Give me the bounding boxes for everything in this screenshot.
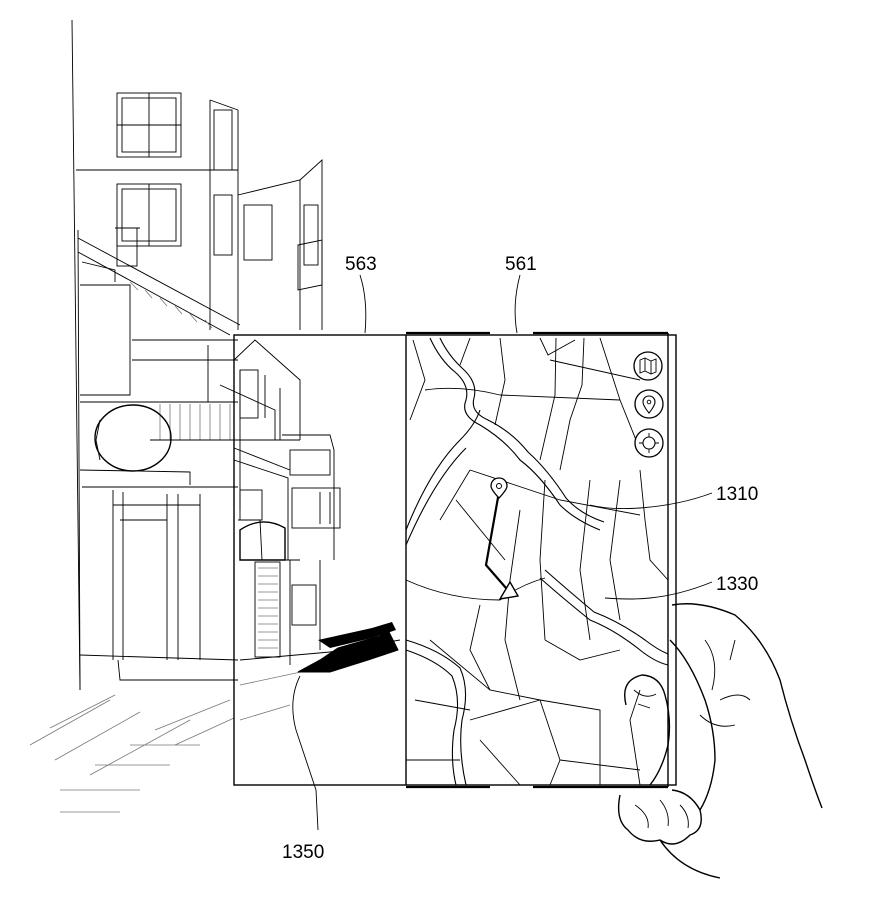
gps-target-icon[interactable]	[634, 428, 664, 458]
leader-lines	[359, 274, 713, 600]
label-1350: 1350	[282, 842, 324, 863]
location-pin-icon[interactable]	[634, 389, 664, 419]
current-position-marker	[498, 580, 520, 600]
label-563: 563	[345, 254, 377, 275]
label-1330: 1330	[716, 574, 758, 595]
camera-view-screen-563	[219, 339, 401, 831]
label-1310: 1310	[716, 484, 758, 505]
map-icon[interactable]	[633, 351, 663, 381]
street-scene-background	[29, 19, 323, 813]
hand-illustration	[617, 603, 823, 879]
destination-pin-marker	[490, 477, 508, 499]
map-view-screen-561	[405, 337, 669, 786]
label-561: 561	[505, 254, 537, 275]
